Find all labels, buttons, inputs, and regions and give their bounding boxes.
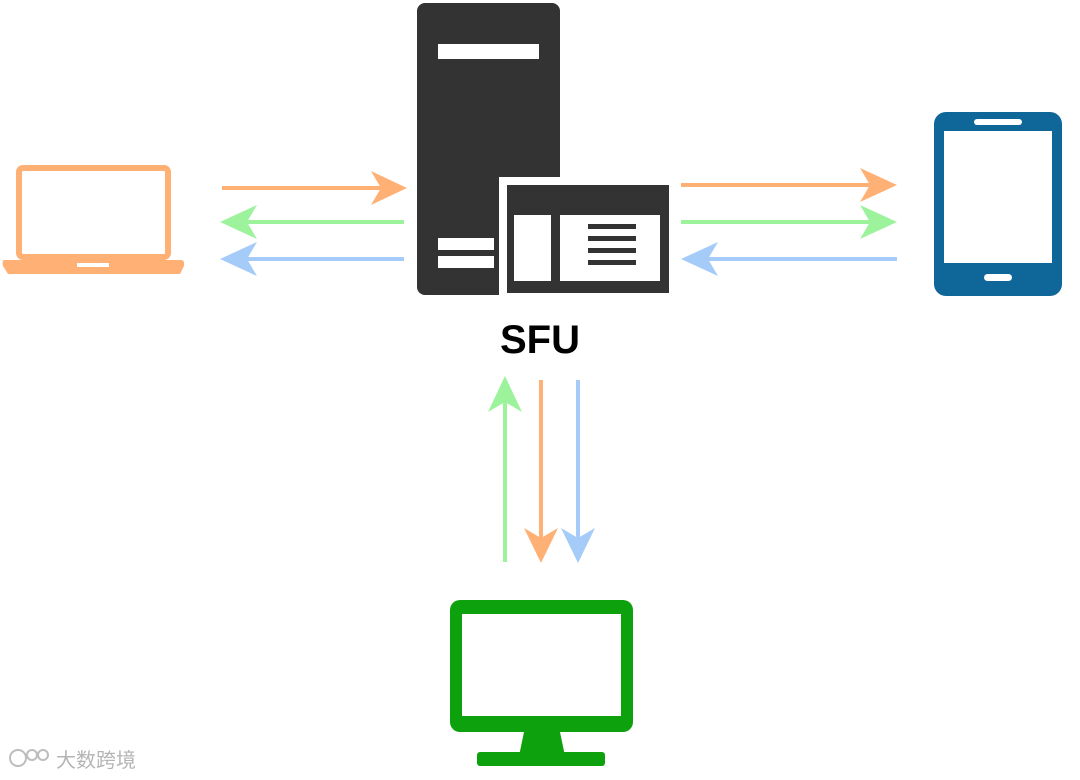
laptop-upstream-orange-arrow: [222, 171, 407, 205]
phone-upstream-blue-arrow: [681, 242, 897, 276]
phone-icon: [934, 112, 1062, 296]
laptop-arrows: [220, 171, 407, 276]
phone-downstream-green-arrow: [681, 205, 897, 239]
server-icon: [417, 3, 677, 301]
laptop-icon: [2, 165, 185, 274]
phone-arrows: [681, 168, 897, 276]
watermark: 大数跨境: [8, 744, 136, 772]
laptop-downstream-blue-arrow: [220, 242, 404, 276]
watermark-logo-icon: [9, 749, 49, 767]
desktop-upstream-green-arrow: [488, 376, 522, 562]
desktop-downstream-orange-arrow: [524, 380, 558, 563]
desktop-downstream-blue-arrow: [561, 380, 595, 563]
desktop-arrows: [488, 376, 595, 563]
server-label: SFU: [500, 318, 580, 362]
monitor-icon: [450, 600, 633, 766]
phone-downstream-orange-arrow: [681, 168, 897, 202]
watermark-text: 大数跨境: [56, 747, 136, 772]
laptop-downstream-green-arrow: [220, 205, 404, 239]
